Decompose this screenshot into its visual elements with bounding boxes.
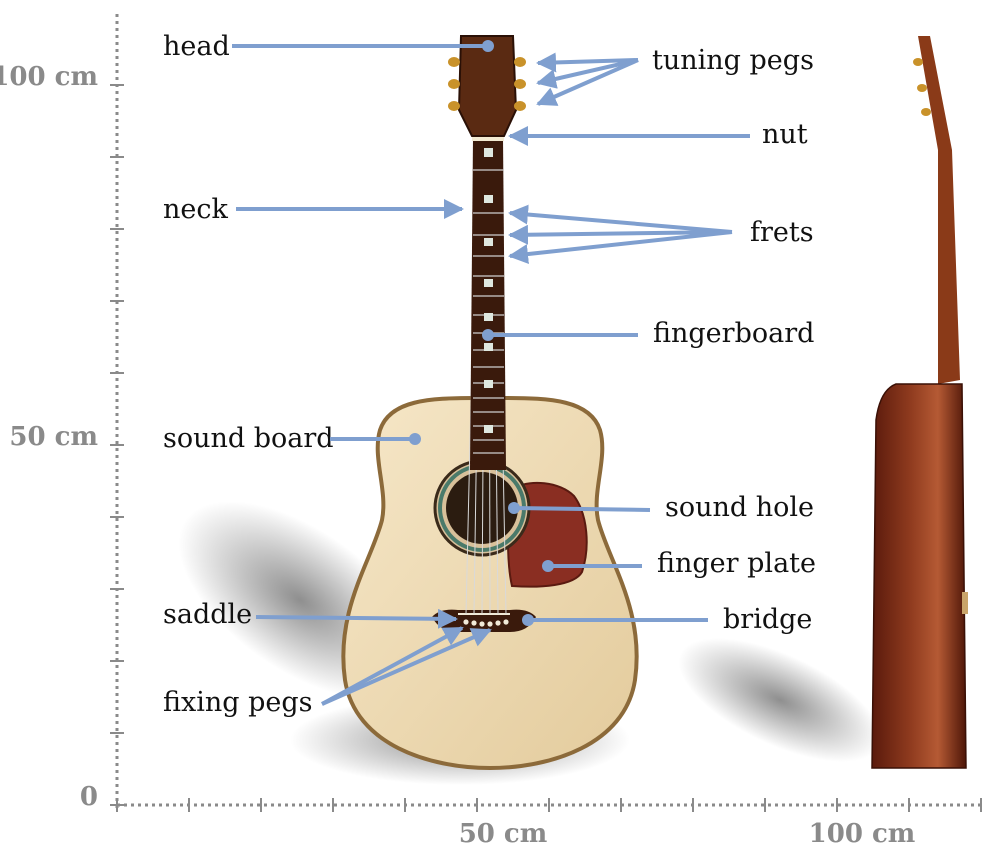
bridge-pins xyxy=(463,619,509,627)
labels: head tuning pegs nut neck frets fingerbo… xyxy=(163,31,816,718)
label-tuning-pegs: tuning pegs xyxy=(652,45,814,76)
label-finger-plate: finger plate xyxy=(657,548,816,579)
dot-sound-hole xyxy=(508,502,520,514)
arrow-saddle xyxy=(255,608,458,629)
arrow-tuning-pegs-1 xyxy=(536,52,639,73)
headstock xyxy=(457,35,518,137)
guitar-side-illustration xyxy=(871,36,968,769)
label-fingerboard: fingerboard xyxy=(653,318,814,349)
label-nut: nut xyxy=(762,119,808,150)
dot-sound-board xyxy=(409,433,421,445)
fingerboard-shape xyxy=(470,138,506,470)
axes: 100 cm 50 cm 0 50 cm 100 cm xyxy=(0,14,985,849)
label-sound-hole: sound hole xyxy=(665,492,814,523)
fret-inlays xyxy=(484,148,493,433)
arrow-fixing-pegs-1 xyxy=(321,626,464,706)
dot-bridge xyxy=(522,614,534,626)
arrow-tuning-pegs-2 xyxy=(536,58,639,89)
x-axis-ticks xyxy=(116,798,982,812)
guitar-front-illustration xyxy=(341,35,639,771)
label-fixing-pegs: fixing pegs xyxy=(163,687,313,718)
arrow-frets-3 xyxy=(508,230,733,265)
x-tick-label-50: 50 cm xyxy=(459,819,548,849)
x-tick-label-100: 100 cm xyxy=(809,819,916,849)
label-saddle: saddle xyxy=(163,599,252,630)
bridge-shape xyxy=(432,609,536,632)
arrow-frets-1 xyxy=(508,204,733,234)
dot-finger-plate xyxy=(542,560,554,572)
label-neck: neck xyxy=(163,194,228,225)
leader-arrows xyxy=(232,40,750,706)
tuners xyxy=(448,57,526,111)
dot-fingerboard xyxy=(482,329,494,341)
y-tick-label-100: 100 cm xyxy=(0,62,98,92)
arrow-tuning-pegs-3 xyxy=(536,58,639,106)
y-axis-ticks xyxy=(110,84,124,806)
sound-hole-disc xyxy=(446,472,518,544)
arrow-sound-hole xyxy=(513,506,651,512)
side-tuners xyxy=(913,58,931,116)
label-frets: frets xyxy=(750,217,814,248)
label-sound-board: sound board xyxy=(163,423,334,454)
dot-head xyxy=(482,40,494,52)
side-end-pin xyxy=(962,592,968,614)
label-head: head xyxy=(163,31,230,62)
y-tick-label-0: 0 xyxy=(80,782,98,812)
y-tick-label-50: 50 cm xyxy=(9,422,98,452)
side-neck xyxy=(918,36,960,384)
label-bridge: bridge xyxy=(723,604,812,635)
arrow-fixing-pegs-2 xyxy=(321,628,492,706)
side-body xyxy=(871,383,967,769)
arrow-frets-2 xyxy=(508,224,733,245)
